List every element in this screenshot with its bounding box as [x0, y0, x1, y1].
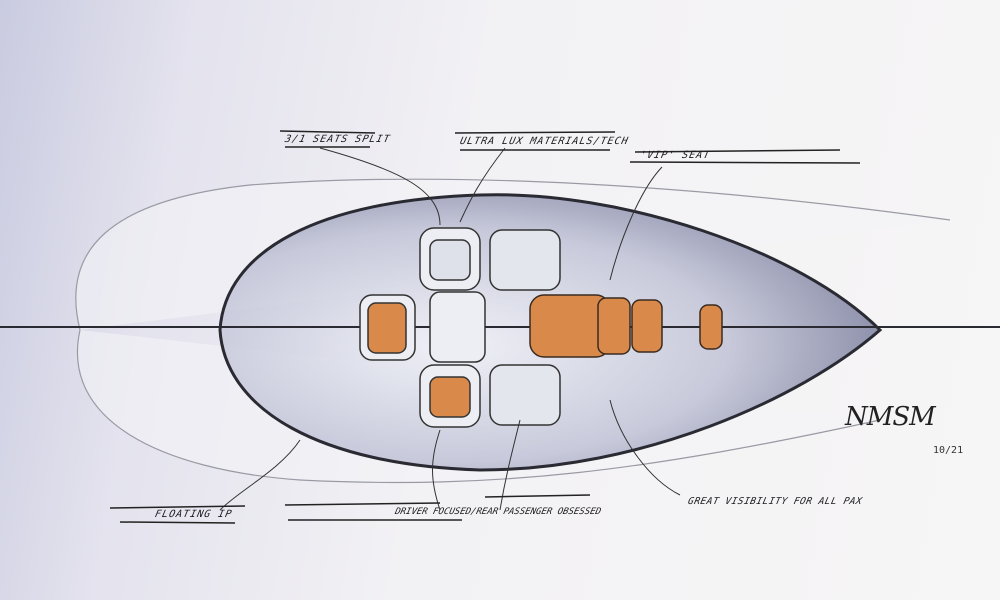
annotation-seats-split: 3/1 SEATS SPLIT	[283, 134, 392, 145]
front-seats	[359, 227, 561, 428]
sketch-date: 10/21	[933, 445, 964, 456]
annotation-floating-ip: FLOATING IP	[153, 509, 234, 520]
label-underlines	[109, 130, 861, 524]
vip-seat	[529, 294, 723, 358]
artist-signature: NMSM	[845, 402, 936, 432]
leader-lines	[219, 147, 681, 511]
annotation-driver-focused: DRIVER FOCUSED/REAR PASSENGER OBSESSED	[393, 507, 602, 517]
annotation-visibility: GREAT VISIBILITY FOR ALL PAX	[686, 496, 864, 507]
annotation-ultra-lux: ULTRA LUX MATERIALS/TECH	[458, 136, 630, 147]
annotation-vip-seat: 'VIP' SEAT	[638, 150, 712, 161]
